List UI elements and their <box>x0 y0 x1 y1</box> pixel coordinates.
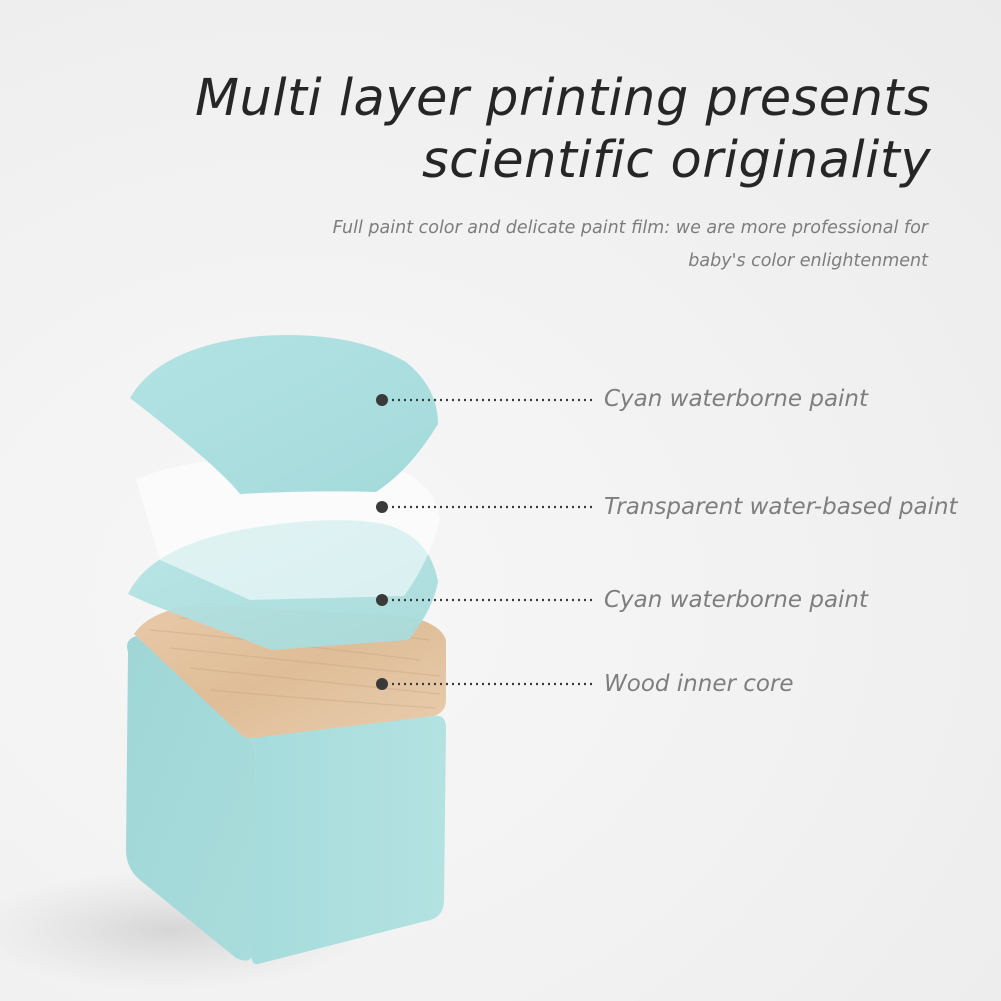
callout-dot-2 <box>376 501 388 513</box>
subtitle: Full paint color and delicate paint film… <box>333 212 928 278</box>
subtitle-line-1: Full paint color and delicate paint film… <box>332 218 928 238</box>
headline-line-2: scientific originality <box>422 131 931 190</box>
callout-label-transparent: Transparent water-based paint <box>604 494 958 520</box>
headline: Multi layer printing presents scientific… <box>195 68 931 192</box>
callout-connectors <box>376 394 592 690</box>
cube-side-face <box>248 715 446 965</box>
callout-label-cyan-lower: Cyan waterborne paint <box>604 587 869 613</box>
callout-dot-1 <box>376 394 388 406</box>
headline-line-1: Multi layer printing presents <box>195 69 931 128</box>
callout-label-cyan-top: Cyan waterborne paint <box>604 386 869 412</box>
subtitle-line-2: baby's color enlightenment <box>688 251 928 271</box>
top-cyan-layer <box>130 335 438 494</box>
callout-label-wood-core: Wood inner core <box>604 671 794 697</box>
wood-core-cube <box>126 604 446 965</box>
callout-dot-4 <box>376 678 388 690</box>
callout-dot-3 <box>376 594 388 606</box>
